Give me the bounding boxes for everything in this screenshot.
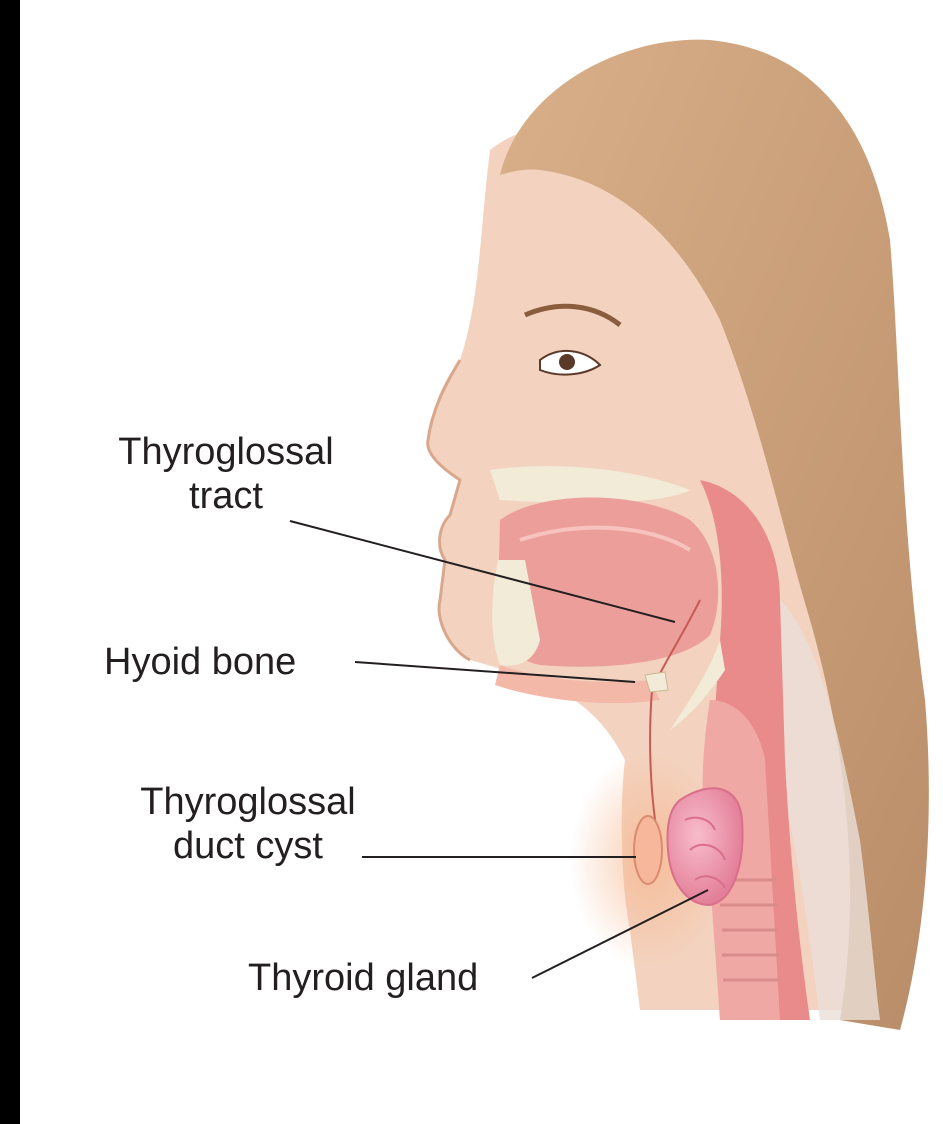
label-thyroglossal-tract: Thyroglossal tract [96,430,356,518]
head-neck-anatomy-illustration [20,0,943,1124]
iris [559,354,575,370]
label-hyoid-bone-text: Hyoid bone [104,640,296,684]
illustration-canvas: Thyroglossal tract Hyoid bone Thyrogloss… [20,0,943,1124]
label-thyroglossal-tract-line2: tract [96,474,356,518]
thyroglossal-duct-cyst [634,816,662,884]
thyroid-gland [668,788,743,905]
black-border-left [0,0,20,1124]
label-hyoid-bone: Hyoid bone [104,640,296,684]
label-thyroglossal-duct-cyst-line2: duct cyst [118,824,378,868]
label-thyroglossal-tract-line1: Thyroglossal [96,430,356,474]
label-thyroid-gland: Thyroid gland [248,956,478,1000]
label-thyroid-gland-text: Thyroid gland [248,956,478,1000]
label-thyroglossal-duct-cyst: Thyroglossal duct cyst [118,780,378,868]
label-thyroglossal-duct-cyst-line1: Thyroglossal [118,780,378,824]
